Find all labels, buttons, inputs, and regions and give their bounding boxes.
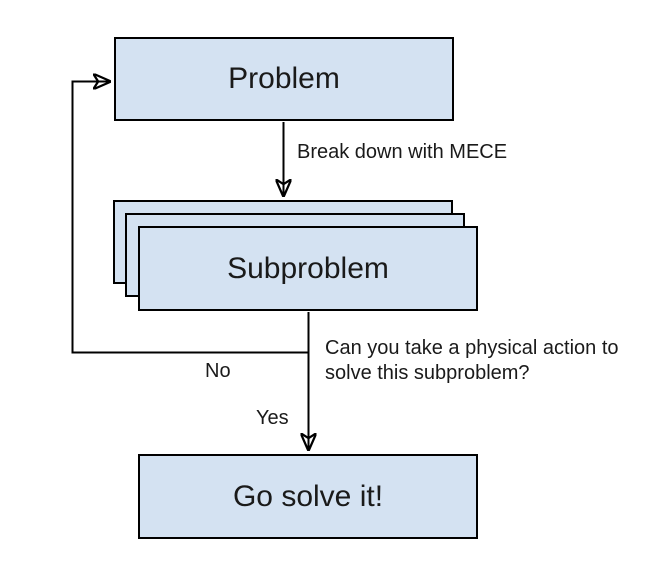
edge-label-no: No [205,360,231,382]
subproblem-box: Subproblem [138,226,478,311]
edge-label-question: Can you take a physical action to solve … [325,336,619,386]
problem-label: Problem [228,62,340,95]
edge-label-question-line2: solve this subproblem? [325,362,530,384]
subproblem-label: Subproblem [227,251,389,285]
go-solve-label: Go solve it! [232,479,384,513]
edge-label-yes: Yes [256,407,289,429]
edge-no-loop-arrow [71,82,309,354]
problem-box: Problem [114,37,454,121]
go-solve-box: Go solve it! [138,454,478,539]
edge-label-break-down-with-mece: Break down with MECE [297,141,508,163]
edge-label-question-line1: Can you take a physical action to [325,337,619,359]
